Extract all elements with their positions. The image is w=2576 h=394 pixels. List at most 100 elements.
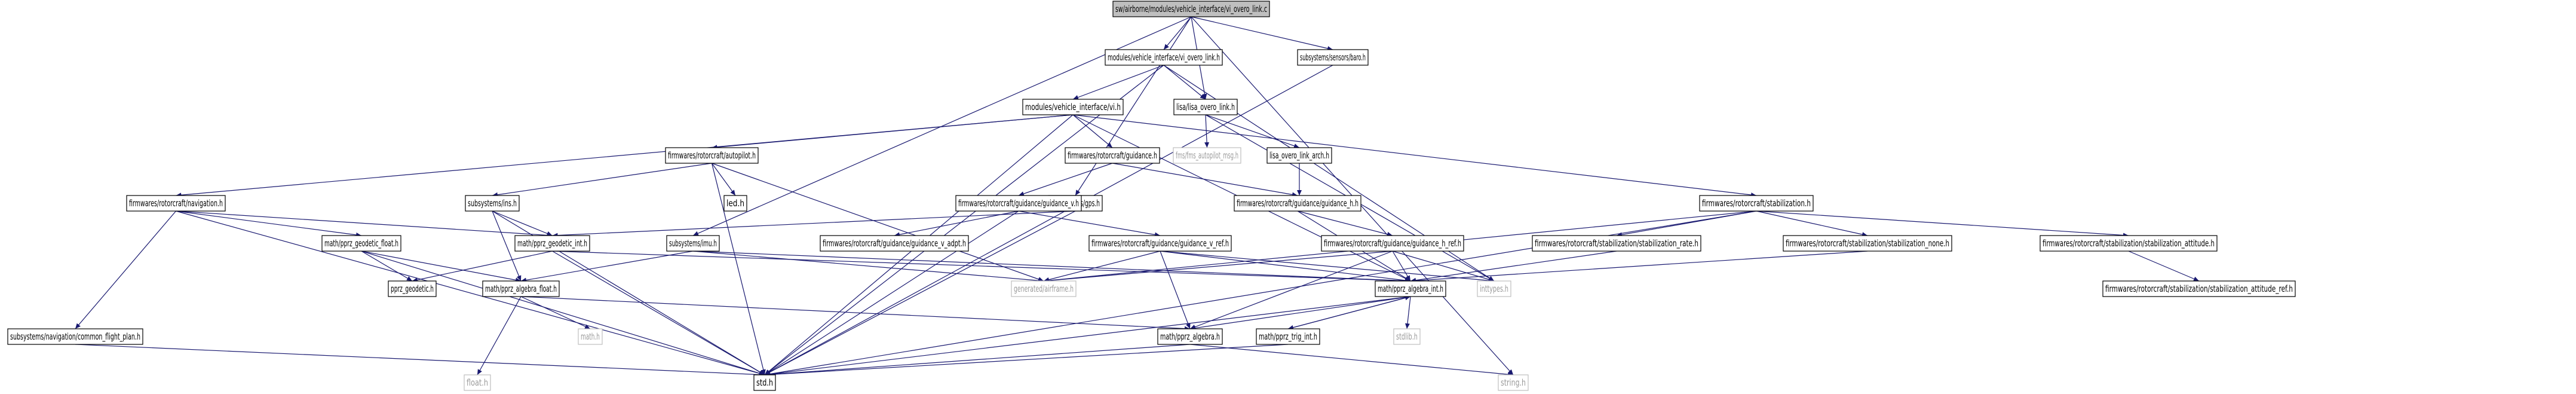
edge-stabilization-to-stab_none [1756, 210, 1868, 237]
file-node-guidance-h-ref[interactable]: firmwares/rotorcraft/guidance/guidance_h… [1321, 235, 1464, 252]
edge-guidance_v_ref-to-inttypes [1160, 251, 1495, 283]
file-node-stab-none[interactable]: firmwares/rotorcraft/stabilization/stabi… [1783, 235, 1952, 252]
include-edge [692, 251, 1411, 283]
include-edge [1392, 251, 1411, 282]
file-node-vi-h[interactable]: modules/vehicle_interface/vi.h [1022, 99, 1124, 115]
include-edge [412, 251, 553, 283]
edge-pprz_algebra-to-std_h [764, 344, 1191, 377]
node-label: modules/vehicle_interface/vi_overo_link.… [1108, 52, 1220, 63]
node-label: subsystems/imu.h [669, 238, 717, 249]
file-node-subsystems-imu[interactable]: subsystems/imu.h [666, 235, 720, 252]
file-node-algebra-float[interactable]: math/pprz_algebra_float.h [482, 280, 560, 297]
edge-vi_overo_link_h-to-std_h [764, 65, 1164, 375]
file-node-guidance-h[interactable]: firmwares/rotorcraft/guidance/guidance_h… [1234, 195, 1361, 212]
file-node-math-h: math.h [578, 328, 603, 345]
include-edge [1287, 295, 1411, 329]
edge-guidance_h_ref-to-generated_airframe [1043, 251, 1393, 283]
node-label: modules/vehicle_interface/vi.h [1025, 102, 1121, 113]
file-node-lisa-overo-link-arch[interactable]: lisa_overo_link_arch.h [1266, 147, 1332, 164]
edge-subsystems_ins-to-algebra_float [492, 210, 522, 282]
edge-guidance_h-to-guidance_h_ref [1297, 210, 1393, 237]
node-box [1065, 147, 1160, 164]
node-label: math/pprz_trig_int.h [1259, 331, 1317, 343]
edge-guidance_v-to-std_h [764, 210, 1019, 375]
include-edge [1756, 210, 1868, 237]
include-edge [520, 251, 694, 283]
node-label: float.h [467, 377, 488, 388]
node-label: firmwares/rotorcraft/stabilization.h [1702, 198, 1811, 209]
file-node-geodetic-float[interactable]: math/pprz_geodetic_float.h [321, 235, 401, 252]
include-edge [1160, 251, 1411, 283]
include-edge [2128, 251, 2200, 282]
include-edge [1160, 251, 1495, 283]
node-box [1297, 49, 1369, 66]
node-box [388, 280, 437, 297]
node-label: pprz_geodetic.h [391, 283, 434, 295]
file-node-stab-attitude-ref[interactable]: firmwares/rotorcraft/stabilization/stabi… [2102, 280, 2296, 297]
edge-sensors_baro-to-std_h [764, 65, 1333, 375]
node-box [2040, 235, 2218, 252]
edge-subsystems_gps-to-geodetic_int [552, 210, 1076, 238]
edge-guidance_h_ref-to-algebra_int [1392, 251, 1411, 282]
file-node-guidance-v-ref[interactable]: firmwares/rotorcraft/guidance/guidance_v… [1088, 235, 1232, 252]
node-box [665, 147, 759, 164]
file-node-std-h[interactable]: std.h [753, 374, 776, 391]
edge-guidance_h_ref-to-pprz_algebra [1189, 251, 1393, 329]
include-edge [176, 114, 1074, 198]
file-node-trig-int[interactable]: math/pprz_trig_int.h [1256, 328, 1320, 345]
node-label: string.h [1501, 377, 1526, 388]
edge-trig_int-to-std_h [764, 344, 1289, 377]
node-box [1393, 328, 1421, 345]
edge-guidance_v_ref-to-algebra_int [1160, 251, 1411, 283]
include-edge [894, 210, 1019, 237]
edge-navigation-to-common_flight_plan [75, 210, 176, 329]
file-node-subsystems-ins[interactable]: subsystems/ins.h [465, 195, 520, 212]
include-edge [361, 251, 765, 376]
file-node-stab-attitude[interactable]: firmwares/rotorcraft/stabilization/stabi… [2040, 235, 2218, 252]
include-edge [1189, 251, 1393, 329]
file-node-guidance-v[interactable]: firmwares/rotorcraft/guidance/guidance_v… [955, 195, 1082, 212]
file-node-lisa-overo-link[interactable]: lisa/lisa_overo_link.h [1173, 99, 1238, 115]
file-node-vi-overo-link-h[interactable]: modules/vehicle_interface/vi_overo_link.… [1105, 49, 1223, 66]
include-edge [75, 210, 176, 329]
file-node-pprz-algebra[interactable]: math/pprz_algebra.h [1157, 328, 1223, 345]
file-node-autopilot[interactable]: firmwares/rotorcraft/autopilot.h [665, 147, 759, 164]
include-edge [492, 210, 522, 282]
node-label: firmwares/rotorcraft/guidance/guidance_v… [958, 198, 1079, 209]
node-box [126, 195, 226, 212]
file-node-inttypes: inttypes.h [1477, 280, 1511, 297]
node-label: firmwares/rotorcraft/stabilization/stabi… [2043, 238, 2215, 249]
node-label: subsystems/navigation/common_flight_plan… [10, 331, 140, 343]
edge-stabilization-to-stab_attitude [1756, 210, 2129, 238]
include-edge [692, 251, 1044, 283]
file-node-stabilization[interactable]: firmwares/rotorcraft/stabilization.h [1699, 195, 1814, 212]
file-node-guidance-v-adpt[interactable]: firmwares/rotorcraft/guidance/guidance_v… [820, 235, 969, 252]
file-node-root[interactable]: sw/airborne/modules/vehicle_interface/vi… [1112, 1, 1270, 17]
file-node-navigation[interactable]: firmwares/rotorcraft/navigation.h [126, 195, 226, 212]
edge-autopilot-to-led [712, 163, 736, 196]
node-box [1498, 374, 1529, 391]
edge-guidance_v-to-guidance_v_ref [1018, 210, 1161, 237]
include-edge [764, 210, 1076, 375]
file-node-guidance[interactable]: firmwares/rotorcraft/guidance.h [1065, 147, 1160, 164]
edge-root-to-subsystems_gps [1075, 16, 1192, 196]
node-box [955, 195, 1082, 212]
include-edge [1204, 114, 1210, 148]
file-node-sensors-baro[interactable]: subsystems/sensors/baro.h [1297, 49, 1369, 66]
file-node-common-flight-plan[interactable]: subsystems/navigation/common_flight_plan… [7, 328, 143, 345]
edge-subsystems_imu-to-generated_airframe [692, 251, 1044, 283]
file-node-stab-rate[interactable]: firmwares/rotorcraft/stabilization/stabi… [1532, 235, 1701, 252]
edge-geodetic_int-to-algebra_int [552, 251, 1411, 283]
file-node-led[interactable]: led.h [723, 195, 747, 212]
file-node-algebra-int[interactable]: math/pprz_algebra_int.h [1375, 280, 1446, 297]
include-edge [1043, 251, 1161, 282]
edge-geodetic_float-to-algebra_float [361, 251, 522, 283]
include-edge [1189, 296, 1411, 331]
file-node-geodetic-int[interactable]: math/pprz_geodetic_int.h [514, 235, 590, 252]
node-box [753, 374, 776, 391]
include-edge [1018, 163, 1113, 196]
include-edge [1018, 210, 1161, 237]
include-edge [1410, 251, 1868, 283]
file-node-pprz-geodetic[interactable]: pprz_geodetic.h [388, 280, 437, 297]
